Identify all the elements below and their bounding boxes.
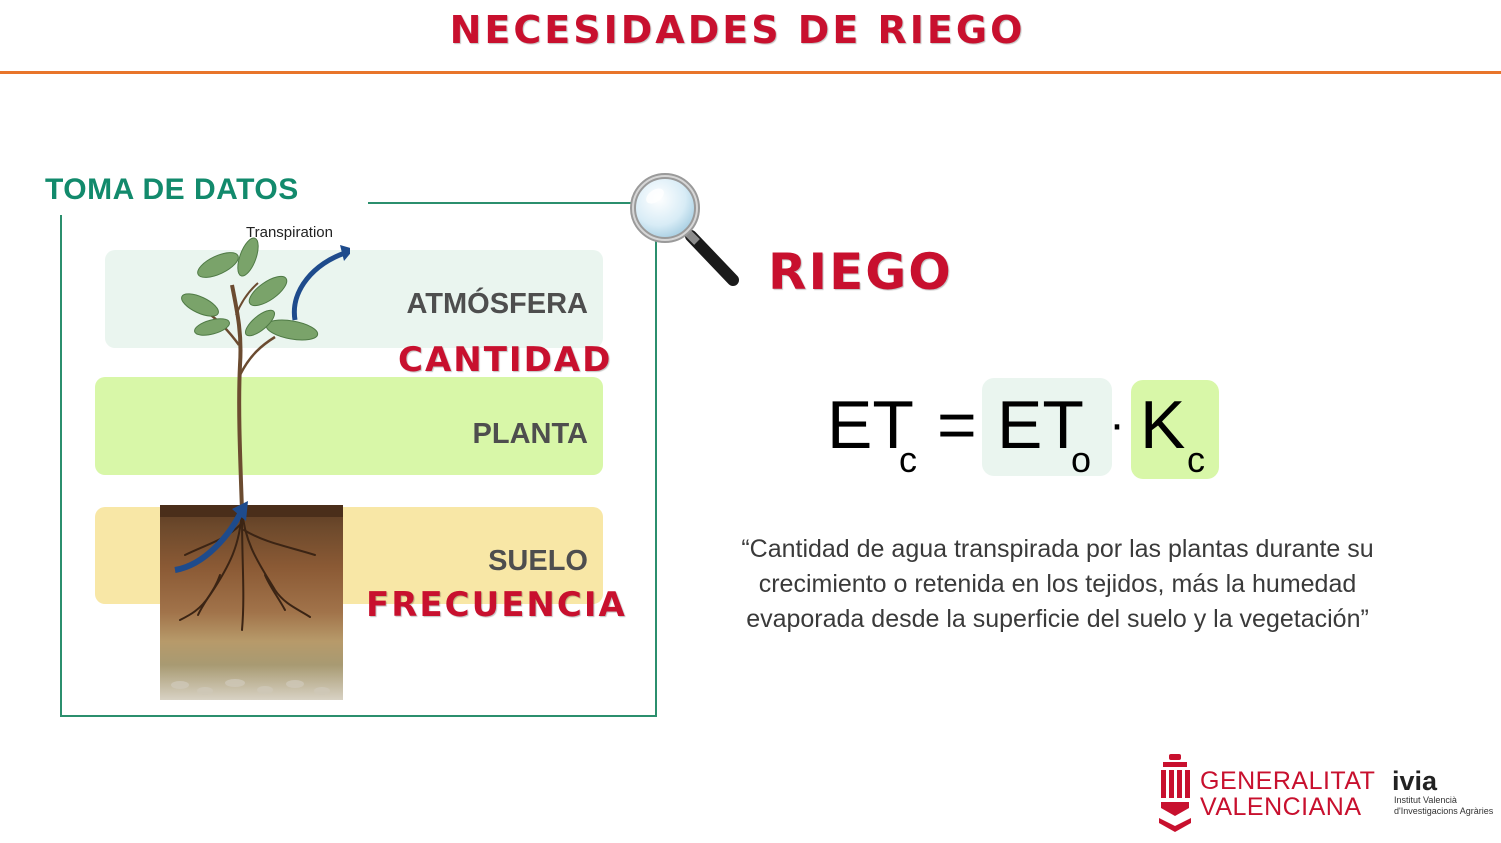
- formula-highlight-eto: [982, 378, 1112, 476]
- plant-roots: [179, 509, 316, 631]
- generalitat-valenciana-wordmark: GENERALITAT VALENCIANA: [1200, 768, 1375, 820]
- ivia-sub-line-2: d'Investigacions Agràries: [1394, 806, 1494, 816]
- plant-soil-illustration: [160, 237, 350, 700]
- ivia-logo-wordmark: ivia: [1392, 766, 1438, 796]
- water-uptake-arrow: [174, 508, 245, 573]
- etc-formula: ET c = ET o · K c: [827, 387, 1205, 480]
- magnifier-icon: [630, 173, 739, 286]
- formula-term2: K: [1140, 387, 1185, 463]
- frame-right-line: [655, 202, 657, 717]
- band-planta: [95, 377, 603, 475]
- layer-label-atmosfera: ATMÓSFERA: [406, 288, 588, 320]
- gv-line-1: GENERALITAT: [1200, 767, 1376, 795]
- generalitat-valenciana-logo-icon: [1159, 754, 1191, 832]
- formula-lhs-sub: c: [899, 439, 917, 480]
- soil-column: [160, 505, 343, 700]
- frame-bottom-line: [60, 715, 657, 717]
- formula-dot: ·: [1109, 398, 1125, 451]
- layer-label-suelo: SUELO: [488, 545, 588, 577]
- formula-equals: =: [937, 387, 977, 463]
- page-title: NECESIDADES DE RIEGO: [449, 8, 1026, 52]
- formula-term1: ET: [997, 387, 1084, 463]
- focus-label-riego: RIEGO: [768, 243, 953, 301]
- keyword-cantidad: CANTIDAD: [398, 340, 613, 380]
- plant-stem: [230, 284, 244, 511]
- ivia-logo-subtitle: Institut Valencià d'Investigacions Agràr…: [1394, 795, 1493, 817]
- section-label-toma-de-datos: TOMA DE DATOS: [45, 173, 299, 206]
- formula-highlight-kc: [1131, 380, 1219, 479]
- formula-term2-sub: c: [1187, 439, 1205, 480]
- gv-line-2: VALENCIANA: [1200, 793, 1362, 821]
- keyword-frecuencia: FRECUENCIA: [366, 585, 627, 625]
- ivia-sub-line-1: Institut Valencià: [1394, 795, 1457, 805]
- transpiration-arrow: [291, 250, 346, 321]
- frame-left-line: [60, 215, 62, 717]
- etc-definition-quote: “Cantidad de agua transpirada por las pl…: [741, 535, 1374, 633]
- transpiration-label: Transpiration: [246, 224, 333, 241]
- title-divider: [0, 71, 1501, 74]
- formula-term1-sub: o: [1071, 439, 1091, 480]
- frame-top-line: [368, 202, 658, 204]
- formula-lhs: ET: [827, 387, 914, 463]
- plant-leaves: [181, 237, 319, 341]
- layer-label-planta: PLANTA: [472, 418, 588, 450]
